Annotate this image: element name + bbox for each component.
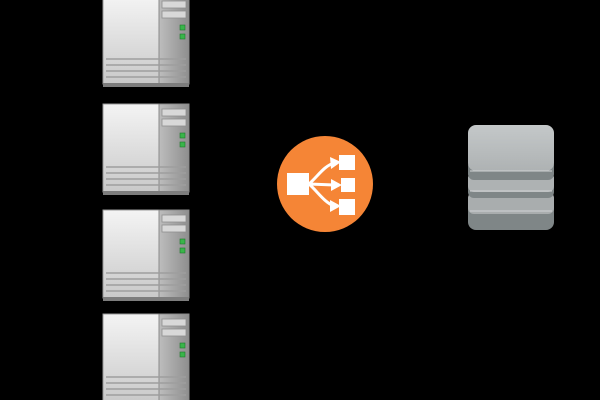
- server-tower-icon: [102, 313, 190, 400]
- server-tower-icon: [102, 0, 190, 88]
- database-stack-icon: [468, 125, 554, 230]
- database: [468, 125, 554, 230]
- server-3: [102, 209, 190, 302]
- server-1: [102, 0, 190, 88]
- server-tower-icon: [102, 103, 190, 196]
- server-4: [102, 313, 190, 400]
- server-tower-icon: [102, 209, 190, 302]
- server-2: [102, 103, 190, 196]
- load-balancer-icon: [277, 136, 373, 232]
- load-balancer: [277, 136, 373, 232]
